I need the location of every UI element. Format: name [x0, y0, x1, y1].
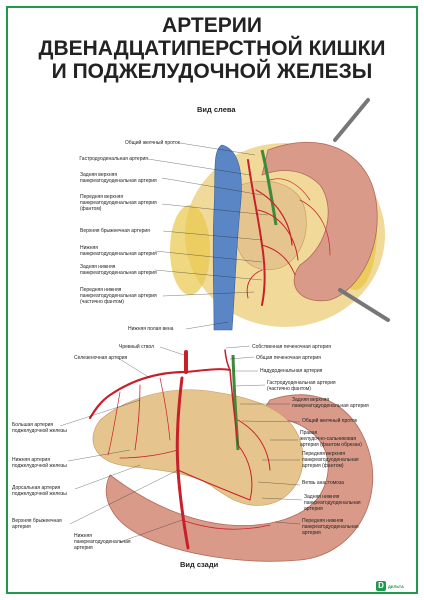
- bottom-label-anterior-inferior: Передняя нижняя панкреатодуоденальная ар…: [302, 518, 359, 536]
- bottom-label-superior-mesenteric: Верхняя брыжеечная артерия: [12, 518, 62, 530]
- bottom-label-dorsal-pancreatic: Дорсальная артерия поджелудочной железы: [12, 485, 67, 497]
- bottom-label-anterior-superior: Передняя верхняя панкреатодуоденальная а…: [302, 451, 359, 469]
- bottom-label-proper-hepatic: Собственная печеночная артерия: [252, 344, 331, 350]
- bottom-label-right-gastroepiploic: Правая желудочно-сальниковая артерия (фа…: [300, 430, 362, 448]
- bottom-label-posterior-inferior: Задняя нижняя панкреатодуоденальная арте…: [304, 494, 361, 512]
- bottom-label-anastomotic-branch: Ветвь анастомоза: [302, 480, 344, 486]
- bottom-label-posterior-superior: Задняя верхняя панкреатодуоденальная арт…: [292, 397, 369, 409]
- top-view-caption: Вид слева: [197, 105, 236, 114]
- bottom-label-celiac-trunk: Чревный ствол: [119, 344, 155, 350]
- logo-text: ДЕЛЬТА: [388, 583, 404, 589]
- bottom-duodenum: [105, 394, 374, 562]
- top-illustration: [147, 98, 390, 331]
- bottom-arteries: [88, 349, 271, 550]
- bottom-pancreas: [92, 389, 304, 506]
- bottom-label-gastroduodenal: Гастродуоденальная артерия (частично фан…: [267, 380, 336, 392]
- green-frame: [6, 6, 418, 594]
- top-vena-cava: [212, 144, 242, 331]
- bottom-illustration: [59, 345, 374, 562]
- top-label-inferior-pd: Нижняя панкреатодуоденальная артерия: [80, 245, 157, 257]
- top-label-posterior-superior: Задняя верхняя панкреатодуоденальная арт…: [80, 172, 157, 184]
- top-label-posterior-inferior: Задняя нижняя панкреатодуоденальная арте…: [80, 264, 157, 276]
- bottom-label-supraduodenal: Надудоденальная артерия: [260, 368, 323, 374]
- bottom-label-great-pancreatic: Большая артерия поджелудочной железы: [12, 422, 67, 434]
- top-pancreas: [235, 180, 307, 270]
- top-retractor-upper: [333, 98, 370, 142]
- title-line-3: И ПОДЖЕЛУДОЧНОЙ ЖЕЛЕЗЫ: [51, 60, 373, 83]
- top-label-anterior-inferior: Передняя нижняя панкреатодуоденальная ар…: [80, 287, 157, 305]
- top-label-gastroduodenal-artery: Гастродуоденальная артерия: [79, 156, 148, 162]
- publisher-logo: D ДЕЛЬТА: [376, 580, 414, 592]
- top-label-common-bile-duct: Общий желчный проток: [124, 140, 180, 146]
- poster-title: АРТЕРИИ ДВЕНАДЦАТИПЕРСТНОЙ КИШКИ И ПОДЖЕ…: [0, 14, 424, 83]
- top-fat-left: [170, 205, 210, 295]
- title-line-2: ДВЕНАДЦАТИПЕРСТНОЙ КИШКИ: [38, 37, 386, 60]
- title-line-1: АРТЕРИИ: [162, 14, 262, 37]
- logo-mark: D: [376, 581, 386, 591]
- bottom-label-inferior-pancreatic: Нижняя артерия поджелудочной железы: [12, 457, 67, 469]
- top-arteries: [246, 159, 331, 306]
- top-leader-lines: [147, 142, 269, 330]
- bottom-label-common-hepatic: Общая печеночная артерия: [256, 355, 321, 361]
- bottom-label-splenic-artery: Селезеночная артерия: [74, 355, 128, 361]
- bottom-label-inferior-pd: Нижняя панкреатодуоденальная артерия: [74, 533, 131, 551]
- top-retractor-lower: [338, 288, 390, 322]
- bottom-leader-lines-left: [59, 346, 185, 543]
- bottom-view-caption: Вид сзади: [180, 560, 219, 569]
- top-duodenum: [261, 141, 378, 302]
- bottom-label-common-bile-duct: Общий желчный проток: [302, 418, 358, 424]
- bottom-leader-lines-right: [225, 345, 303, 525]
- top-label-superior-mesenteric: Верхняя брыжеечная артерия: [80, 228, 150, 234]
- top-label-inferior-vena-cava: Нижняя полая вена: [128, 326, 174, 332]
- top-label-anterior-superior: Передняя верхняя панкреатодуоденальная а…: [80, 194, 157, 212]
